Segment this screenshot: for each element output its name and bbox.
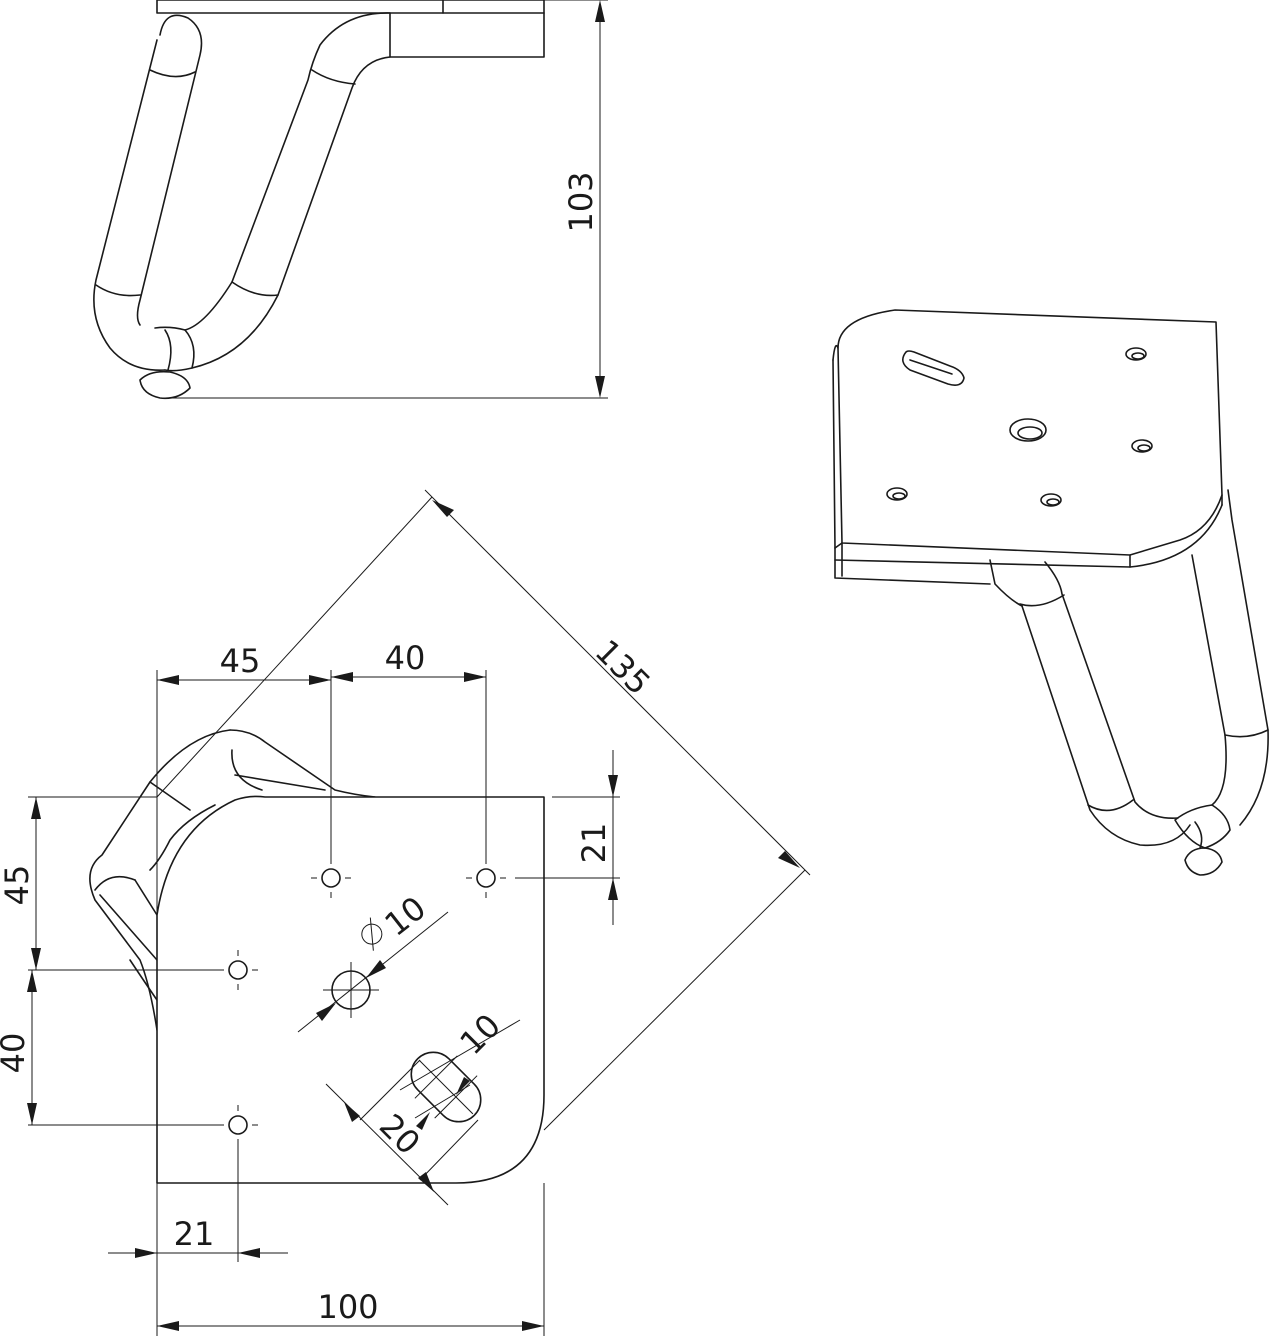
dim-label-diag-135: 135 [588,632,658,702]
dim-label-top-45: 45 [220,642,261,680]
dim-label-left-40: 40 [0,1033,32,1074]
plan-view [89,729,545,1184]
dim-label-bottom-100: 100 [317,1288,378,1326]
side-view [93,0,608,400]
dim-label-right-21: 21 [575,823,613,864]
dim-label-top-40: 40 [385,639,426,677]
isometric-view [832,309,1269,876]
dim-label-left-45: 45 [0,865,36,906]
plan-dimensions: 45 40 21 45 40 21 100 135 [0,489,811,1336]
dim-label-103: 103 [562,171,600,232]
diameter-symbol [361,917,383,951]
dim-label-bottom-21: 21 [174,1215,215,1253]
dimension-103: 103 [562,0,605,398]
